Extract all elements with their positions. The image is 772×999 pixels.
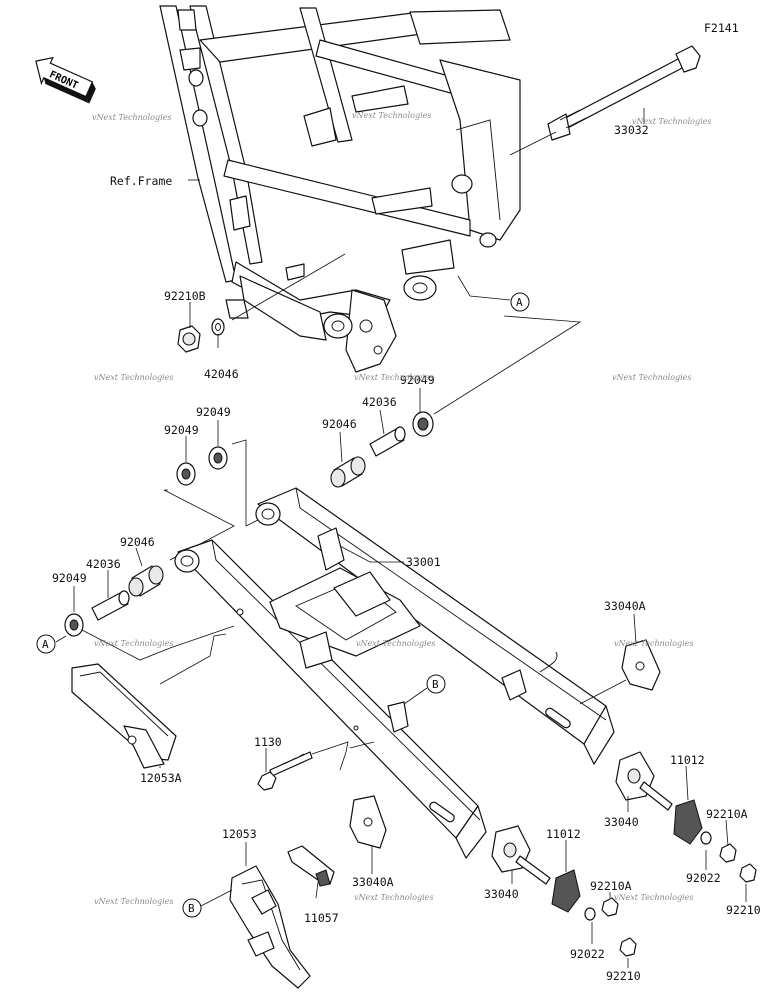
nut-92210-left — [619, 937, 637, 957]
label-33032: 33032 — [614, 123, 649, 137]
label-92210-left: 92210 — [606, 969, 641, 983]
bearing-92046-left — [128, 565, 164, 597]
swingarm-33001 — [174, 487, 615, 859]
bolt-130 — [257, 751, 313, 791]
plate-11012-left — [551, 869, 581, 913]
plate-11012-right — [673, 799, 703, 845]
svg-text:B: B — [188, 902, 195, 915]
nut-92210A-right — [719, 843, 737, 863]
callout-b-upper: B — [426, 674, 446, 694]
label-92022-right: 92022 — [686, 871, 721, 885]
callout-a-upper: A — [510, 292, 530, 312]
label-42046: 42046 — [204, 367, 239, 381]
chain-slider-12053A — [71, 663, 177, 769]
adjuster-33040A-right — [621, 639, 661, 691]
chain-guard-12053 — [229, 865, 311, 989]
label-33040A-left: 33040A — [352, 875, 394, 889]
bracket-11057 — [287, 845, 335, 887]
frame-reference — [159, 5, 521, 373]
label-12053: 12053 — [222, 827, 257, 841]
svg-text:vNext Technologies: vNext Technologies — [94, 373, 173, 382]
adjuster-33040-right — [615, 751, 673, 811]
label-92022-left: 92022 — [570, 947, 605, 961]
svg-text:vNext Technologies: vNext Technologies — [354, 373, 433, 382]
label-92049-left: 92049 — [52, 571, 87, 585]
svg-text:vNext Technologies: vNext Technologies — [94, 897, 173, 906]
front-direction-badge: FRONT — [35, 56, 96, 104]
callout-a-lower: A — [36, 634, 56, 654]
watermarks: vNext Technologies vNext Technologies vN… — [92, 111, 711, 906]
svg-text:A: A — [516, 296, 523, 309]
svg-text:vNext Technologies: vNext Technologies — [612, 373, 691, 382]
label-42036-left: 42036 — [86, 557, 121, 571]
svg-text:vNext Technologies: vNext Technologies — [354, 893, 433, 902]
label-33040A-right: 33040A — [604, 599, 646, 613]
svg-text:vNext Technologies: vNext Technologies — [614, 893, 693, 902]
label-92210A-left: 92210A — [590, 879, 632, 893]
svg-text:A: A — [42, 638, 49, 651]
label-92210-right: 92210 — [726, 903, 761, 917]
label-92210B: 92210B — [164, 289, 206, 303]
label-11057: 11057 — [304, 911, 339, 925]
washer-42046 — [211, 318, 225, 336]
adjuster-33040-left — [491, 825, 551, 885]
seal-92049-upper — [412, 411, 434, 437]
ref-frame-label: Ref.Frame — [110, 174, 172, 188]
svg-text:vNext Technologies: vNext Technologies — [352, 111, 431, 120]
washer-92022-right — [700, 831, 712, 845]
callout-b-lower: B — [182, 898, 202, 918]
label-130-prefix: 1 — [254, 735, 261, 749]
label-92046-left: 92046 — [120, 535, 155, 549]
nut-92210-right — [739, 863, 757, 883]
svg-text:vNext Technologies: vNext Technologies — [614, 639, 693, 648]
label-92049-top: 92049 — [400, 373, 435, 387]
svg-text:vNext Technologies: vNext Technologies — [632, 117, 711, 126]
collar-42036-left — [91, 590, 130, 621]
nut-92210B — [177, 325, 201, 353]
label-42036-top: 42036 — [362, 395, 397, 409]
label-11012-right: 11012 — [670, 753, 705, 767]
label-92046-top: 92046 — [322, 417, 357, 431]
seal-92049-upper-left-b — [176, 462, 196, 486]
nut-92210A-left — [601, 897, 619, 917]
seal-92049-left — [64, 613, 84, 637]
pivot-shaft-33032 — [509, 45, 701, 156]
adjuster-33040A-left — [349, 795, 387, 849]
label-33001: 33001 — [406, 555, 441, 569]
svg-text:vNext Technologies: vNext Technologies — [92, 113, 171, 122]
svg-text:vNext Technologies: vNext Technologies — [356, 639, 435, 648]
label-33040-right: 33040 — [604, 815, 639, 829]
label-33040-left: 33040 — [484, 887, 519, 901]
svg-text:B: B — [432, 678, 439, 691]
washer-92022-left — [584, 907, 596, 921]
seal-92049-upper-left-a — [208, 446, 228, 470]
svg-text:vNext Technologies: vNext Technologies — [94, 639, 173, 648]
diagram-code: F2141 — [704, 21, 739, 35]
label-92210A-right: 92210A — [706, 807, 748, 821]
bearing-92046-upper — [330, 456, 366, 488]
label-12053A: 12053A — [140, 771, 182, 785]
label-130: 1130 — [254, 735, 282, 749]
collar-42036-upper — [369, 426, 406, 457]
label-92049-l2: 92049 — [164, 423, 199, 437]
label-11012-left: 11012 — [546, 827, 581, 841]
label-92049-l1: 92049 — [196, 405, 231, 419]
